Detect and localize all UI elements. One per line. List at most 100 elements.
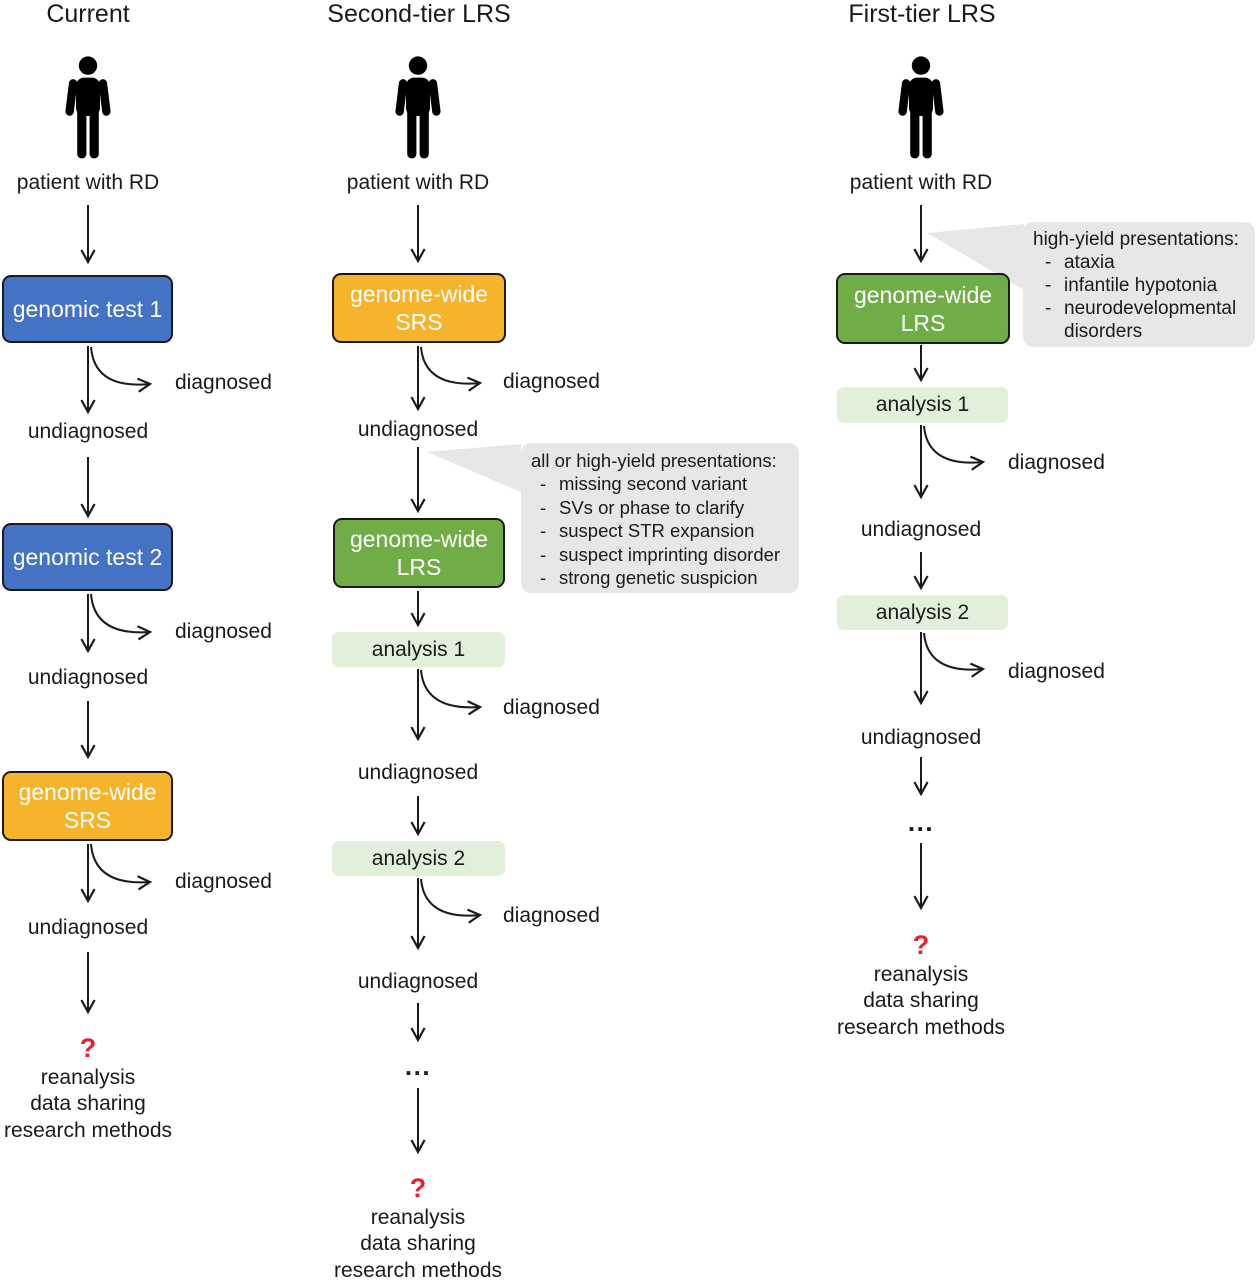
callout-item: -missing second variant bbox=[527, 472, 793, 495]
patient-icon bbox=[898, 56, 944, 159]
undiagnosed-label: undiagnosed bbox=[860, 518, 982, 541]
box-label: analysis 1 bbox=[875, 393, 970, 416]
callout-title: all or high-yield presentations: bbox=[531, 450, 777, 471]
endpoint-line: research methods bbox=[836, 1015, 1006, 1039]
ellipsis: ... bbox=[907, 807, 935, 837]
box-analysis-1: analysis 1 bbox=[332, 632, 505, 667]
box-label-line1: genome-wide bbox=[18, 779, 157, 805]
branch-c3-analysis2-diagnosed bbox=[923, 632, 983, 670]
box-genome-wide-lrs: genome-wide LRS bbox=[836, 273, 1010, 344]
undiagnosed-label: undiagnosed bbox=[27, 916, 149, 939]
patient-label: patient with RD bbox=[16, 171, 160, 194]
bullet: - bbox=[540, 520, 547, 542]
callout-item-text: ataxia bbox=[1064, 252, 1115, 273]
callout-item-text: neurodevelopmental disorders bbox=[1064, 298, 1237, 342]
box-analysis-2: analysis 2 bbox=[332, 841, 505, 876]
column-title: First-tier LRS bbox=[848, 0, 996, 28]
branch-c2-analysis2-diagnosed bbox=[420, 878, 480, 916]
box-label: genomic test 2 bbox=[12, 544, 163, 570]
undiagnosed-label: undiagnosed bbox=[27, 420, 149, 443]
diagnosed-label: diagnosed bbox=[175, 620, 272, 643]
patient-icon bbox=[65, 56, 111, 159]
box-label-line1: genome-wide bbox=[349, 526, 489, 552]
box-label: analysis 1 bbox=[371, 637, 466, 661]
endpoint-line: data sharing bbox=[863, 989, 979, 1013]
box-analysis-2: analysis 2 bbox=[837, 595, 1008, 630]
question-mark: ? bbox=[912, 930, 930, 960]
callout-high-yield: high-yield presentations: -ataxia -infan… bbox=[1023, 222, 1255, 347]
endpoint-list: reanalysis data sharing research methods bbox=[837, 962, 1005, 1041]
box-label-line2: SRS bbox=[63, 807, 112, 833]
endpoint-list: reanalysis data sharing research methods bbox=[334, 1205, 502, 1280]
endpoint-line: research methods bbox=[333, 1258, 503, 1280]
box-genomic-test-2: genomic test 2 bbox=[2, 523, 173, 591]
diagnosed-label: diagnosed bbox=[503, 370, 600, 393]
box-genome-wide-srs: genome-wide SRS bbox=[332, 273, 506, 343]
patient-icon bbox=[395, 56, 441, 159]
callout-item-text: suspect STR expansion bbox=[559, 520, 755, 542]
callout-lrs-indications: all or high-yield presentations: -missin… bbox=[521, 443, 799, 593]
branch-c1-test1-diagnosed bbox=[90, 346, 150, 385]
callout-item: -SVs or phase to clarify bbox=[527, 496, 793, 519]
endpoint-line: reanalysis bbox=[873, 963, 969, 986]
diagnosed-label: diagnosed bbox=[175, 371, 272, 394]
callout-pointer-c2 bbox=[427, 444, 521, 492]
endpoint-line: data sharing bbox=[30, 1092, 146, 1116]
bullet: - bbox=[1045, 275, 1052, 296]
callout-item-text: missing second variant bbox=[559, 473, 748, 495]
bullet: - bbox=[540, 496, 547, 518]
box-label: analysis 2 bbox=[875, 600, 970, 624]
bullet: - bbox=[1045, 298, 1052, 319]
ellipsis: ... bbox=[404, 1051, 432, 1081]
column-title: Current bbox=[46, 0, 130, 28]
callout-item: -infantile hypotonia bbox=[1029, 274, 1249, 297]
box-analysis-1: analysis 1 bbox=[837, 387, 1008, 423]
branch-c3-analysis1-diagnosed bbox=[923, 425, 983, 463]
branch-c2-srs-diagnosed bbox=[420, 346, 480, 384]
callout-item: -ataxia bbox=[1029, 251, 1249, 274]
endpoint-list: reanalysis data sharing research methods bbox=[4, 1065, 172, 1144]
bullet: - bbox=[540, 473, 547, 495]
bullet: - bbox=[1045, 252, 1052, 273]
box-genomic-test-1: genomic test 1 bbox=[2, 275, 173, 343]
box-label-line1: genome-wide bbox=[853, 281, 993, 308]
undiagnosed-label: undiagnosed bbox=[357, 418, 479, 441]
box-label-line1: genome-wide bbox=[349, 281, 489, 307]
callout-item-text: strong genetic suspicion bbox=[559, 567, 758, 589]
question-mark: ? bbox=[409, 1173, 427, 1203]
callout-item-text: SVs or phase to clarify bbox=[559, 496, 745, 518]
question-mark: ? bbox=[79, 1033, 97, 1063]
callout-item-text: suspect imprinting disorder bbox=[559, 543, 781, 565]
box-genome-wide-srs: genome-wide SRS bbox=[2, 771, 173, 841]
patient-label: patient with RD bbox=[849, 171, 993, 194]
box-label-line2: LRS bbox=[396, 554, 442, 580]
box-label: analysis 2 bbox=[371, 846, 466, 870]
callout-item: -suspect imprinting disorder bbox=[527, 543, 793, 566]
diagnosed-label: diagnosed bbox=[503, 904, 600, 927]
bullet: - bbox=[540, 543, 547, 565]
endpoint-line: research methods bbox=[3, 1118, 173, 1142]
diagnosed-label: diagnosed bbox=[1008, 451, 1105, 474]
undiagnosed-label: undiagnosed bbox=[357, 761, 479, 784]
callout-title: high-yield presentations: bbox=[1033, 229, 1239, 250]
undiagnosed-label: undiagnosed bbox=[860, 726, 982, 749]
diagnosed-label: diagnosed bbox=[1008, 660, 1105, 683]
column-title: Second-tier LRS bbox=[327, 0, 511, 28]
callout-item: -strong genetic suspicion bbox=[527, 566, 793, 589]
bullet: - bbox=[540, 567, 547, 589]
box-genome-wide-lrs: genome-wide LRS bbox=[333, 518, 505, 588]
callout-item: -suspect STR expansion bbox=[527, 519, 793, 542]
callout-item: -neurodevelopmental disorders bbox=[1029, 297, 1249, 343]
box-label-line2: SRS bbox=[395, 309, 443, 335]
endpoint-line: data sharing bbox=[360, 1232, 476, 1256]
callout-item-text: infantile hypotonia bbox=[1064, 275, 1218, 296]
diagnosed-label: diagnosed bbox=[503, 696, 600, 719]
box-label: genomic test 1 bbox=[12, 296, 163, 322]
undiagnosed-label: undiagnosed bbox=[357, 970, 479, 993]
endpoint-line: reanalysis bbox=[40, 1066, 136, 1089]
endpoint-line: reanalysis bbox=[370, 1206, 466, 1229]
branch-c2-analysis1-diagnosed bbox=[420, 669, 480, 707]
diagnosed-label: diagnosed bbox=[175, 870, 272, 893]
patient-label: patient with RD bbox=[346, 171, 490, 194]
